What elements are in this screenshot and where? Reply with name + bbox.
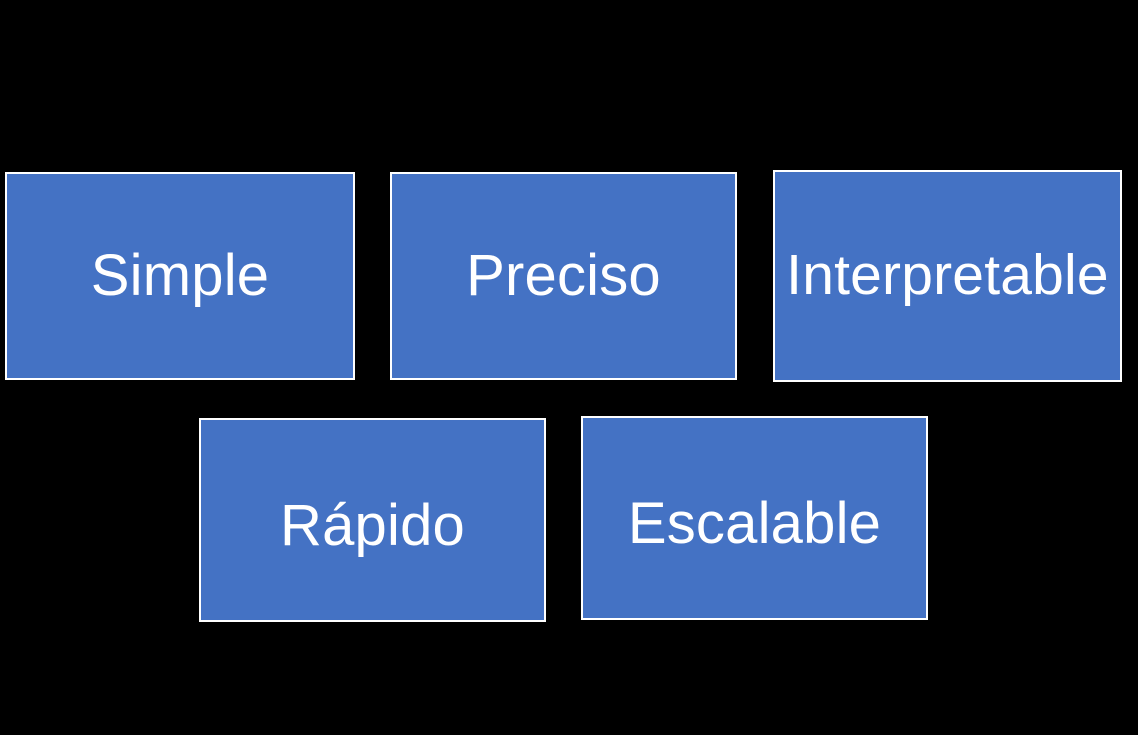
concept-box-label: Interpretable: [786, 243, 1109, 308]
concept-box-label: Escalable: [627, 490, 882, 556]
concept-box-preciso[interactable]: Preciso: [390, 172, 737, 380]
concept-box-simple[interactable]: Simple: [5, 172, 355, 380]
concept-box-label: Preciso: [466, 242, 661, 308]
concept-box-rapido[interactable]: Rápido: [199, 418, 546, 622]
concept-box-interpretable[interactable]: Interpretable: [773, 170, 1122, 382]
concept-box-label: Simple: [90, 242, 270, 308]
concept-box-label: Rápido: [280, 492, 465, 558]
concept-box-escalable[interactable]: Escalable: [581, 416, 928, 620]
